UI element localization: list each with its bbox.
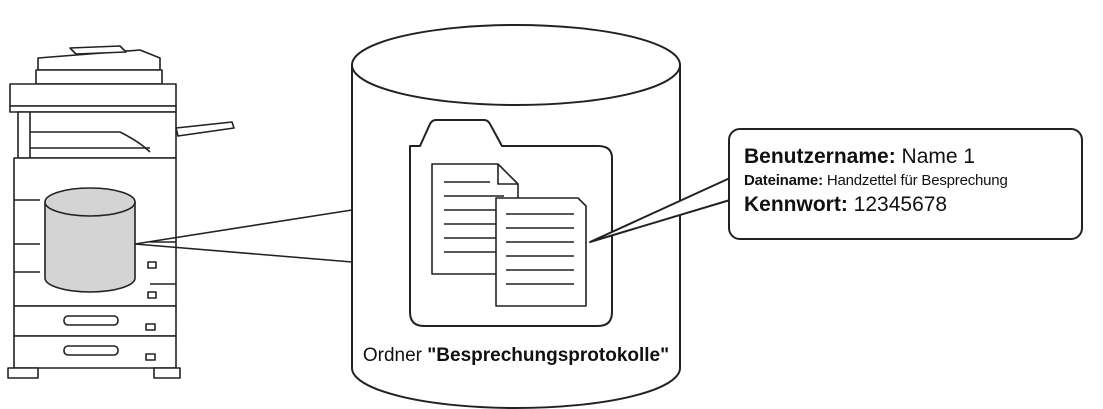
user-name-value: Name 1 [901, 145, 976, 168]
file-name-value: Handzettel für Besprechung [826, 172, 1008, 189]
folder-caption: Ordner "Besprechungsprotokolle" [352, 345, 680, 367]
folder-name: Besprechungsprotokolle [436, 345, 661, 366]
user-name-row: Benutzername: Name 1 [744, 144, 1069, 170]
folder-quote-open: " [427, 345, 437, 366]
file-name-row: Dateiname: Handzettel für Besprechung [744, 170, 1069, 192]
file-info-callout: Benutzername: Name 1 Dateiname: Handzett… [728, 128, 1083, 240]
folder-prefix: Ordner [362, 345, 428, 366]
password-label: Kennwort: [744, 193, 848, 216]
document-icon-front [495, 197, 587, 307]
storage-cylinder-icon [44, 187, 136, 293]
password-value: 12345678 [853, 193, 948, 216]
password-row: Kennwort: 12345678 [744, 192, 1069, 218]
user-name-label: Benutzername: [744, 145, 896, 168]
file-name-label: Dateiname: [744, 172, 823, 189]
zoom-lines [134, 209, 353, 263]
folder-quote-close: " [660, 345, 670, 366]
